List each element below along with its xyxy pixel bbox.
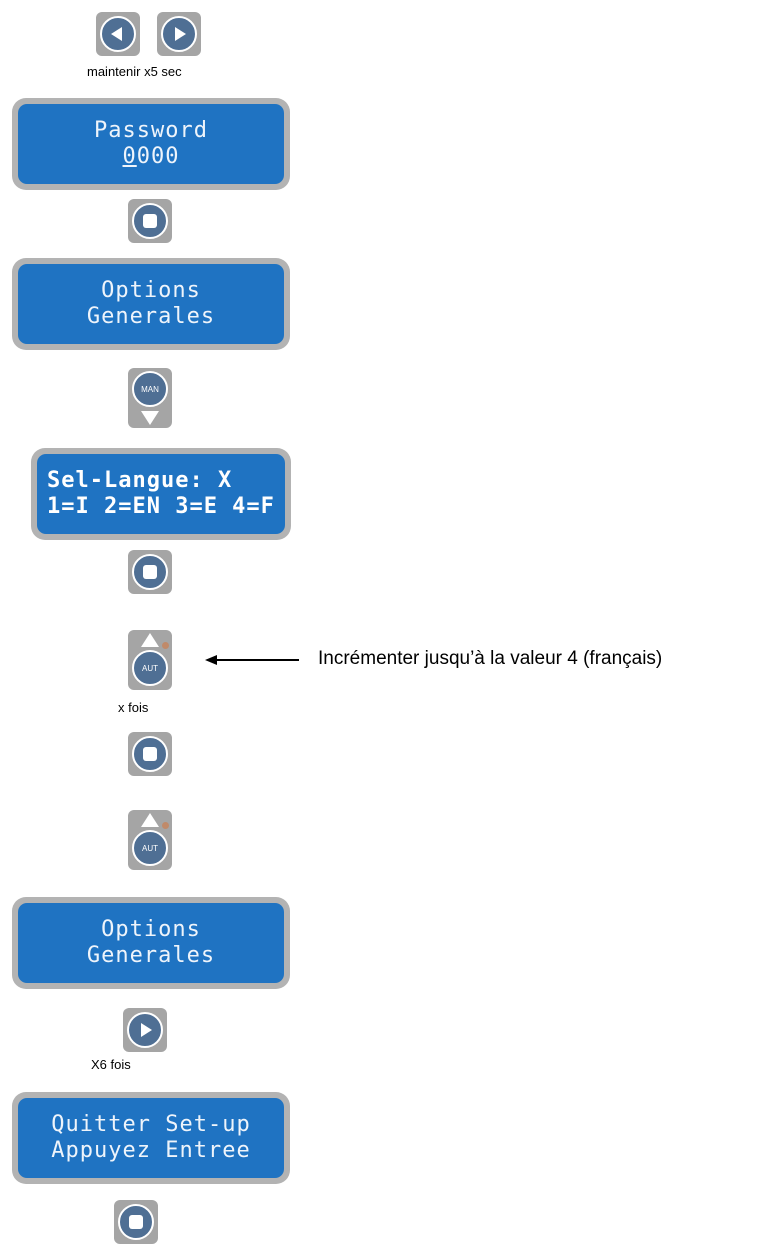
man-button-disc: MAN [132,371,168,407]
lcd-options-generales: Options Generales [12,258,290,350]
lcd-quit-setup: Quitter Set-up Appuyez Entree [12,1092,290,1184]
stop-square-icon [132,554,168,590]
lcd-line-2: 0000 [123,144,180,170]
enter-button[interactable] [128,550,172,594]
six-times-caption: X6 fois [91,1057,131,1072]
led-indicator-icon [162,822,169,829]
lcd-line-1: Quitter Set-up [51,1112,251,1137]
man-label: MAN [141,384,159,394]
password-rest: 000 [136,144,180,169]
man-down-button[interactable]: MAN [128,368,172,428]
times-caption: x fois [118,700,149,715]
lcd-line-1: Options [101,917,201,942]
stop-square-icon [132,203,168,239]
hold-caption: maintenir x5 sec [87,64,182,79]
aut-up-button[interactable]: AUT [128,630,172,690]
arrow-left-icon [205,655,217,665]
lcd-line-2: Generales [86,304,216,329]
up-arrow-icon [141,633,159,647]
enter-button[interactable] [128,732,172,776]
lcd-options-generales: Options Generales [12,897,290,989]
lcd-line-1: Sel-Langue: X [47,468,233,493]
arrow-line [215,659,299,661]
aut-label: AUT [142,843,158,853]
right-arrow-icon [161,16,197,52]
lcd-line-2: Generales [86,943,216,968]
enter-button[interactable] [128,199,172,243]
aut-label: AUT [142,663,158,673]
led-indicator-icon [162,642,169,649]
lcd-language-select: Sel-Langue: X 1=I 2=EN 3=E 4=F [31,448,291,540]
aut-button-disc: AUT [132,830,168,866]
right-button[interactable] [157,12,201,56]
stop-square-icon [132,736,168,772]
enter-button[interactable] [114,1200,158,1244]
lcd-line-2: 1=I 2=EN 3=E 4=F [47,494,275,519]
password-cursor-digit: 0 [122,144,137,169]
lcd-password: Password 0000 [12,98,290,190]
lcd-line-1: Password [94,118,208,143]
left-button[interactable] [96,12,140,56]
lcd-line-2: Appuyez Entree [51,1138,251,1163]
left-arrow-icon [100,16,136,52]
down-arrow-icon [141,411,159,425]
aut-up-button[interactable]: AUT [128,810,172,870]
up-arrow-icon [141,813,159,827]
right-arrow-icon [127,1012,163,1048]
aut-button-disc: AUT [132,650,168,686]
lcd-line-1: Options [101,278,201,303]
right-button[interactable] [123,1008,167,1052]
stop-square-icon [118,1204,154,1240]
increment-annotation: Incrémenter jusqu’à la valeur 4 (françai… [318,648,663,669]
